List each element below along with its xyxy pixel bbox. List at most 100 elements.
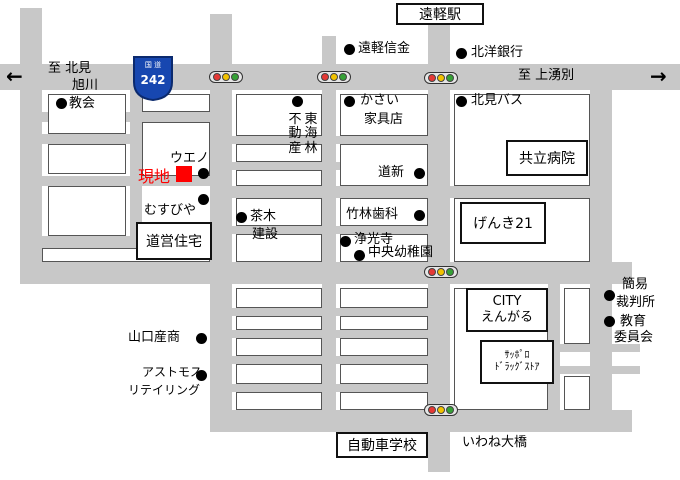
road-center-vertical <box>210 90 232 430</box>
traffic-signal-icon <box>317 71 351 83</box>
poi-dot <box>236 212 247 223</box>
takebayashi-label: 竹林歯科 <box>346 207 399 222</box>
poi-dot <box>414 168 425 179</box>
yamaguchi-label: 山口産商 <box>128 330 181 345</box>
road-inner-vertical-c <box>130 90 142 262</box>
court-label-line1: 簡易 <box>622 277 649 292</box>
block <box>236 392 322 410</box>
road-east-vertical <box>590 90 612 430</box>
doshin-label: 道新 <box>378 165 405 180</box>
city-engaru-line2: えんがる <box>480 310 533 325</box>
block <box>236 316 322 330</box>
block <box>48 144 126 174</box>
driving-school-label: 自動車学校 <box>347 438 417 454</box>
chaki-label-line1: 茶木 <box>250 209 277 224</box>
poi-dot <box>354 250 365 261</box>
traffic-signal-icon <box>424 404 458 416</box>
poi-dot <box>604 316 615 327</box>
national-route-shield-icon: 国 道 242 <box>133 56 173 102</box>
block <box>48 186 126 236</box>
poi-dot <box>456 96 467 107</box>
poi-dot <box>56 98 67 109</box>
block <box>236 234 322 262</box>
block <box>236 198 322 226</box>
road-station-south-vertical <box>428 90 450 472</box>
kyoritsu-hospital-box: 共立病院 <box>506 140 588 176</box>
block <box>236 94 322 136</box>
hokuyo-bank-label: 北洋銀行 <box>471 45 524 60</box>
genki21-box: げんき21 <box>460 202 546 244</box>
poi-dot <box>344 44 355 55</box>
genki21-label: げんき21 <box>473 216 533 232</box>
road-grid-h6 <box>232 330 428 338</box>
musubiya-label: むすびや <box>144 203 197 218</box>
road-grid-h8 <box>232 384 428 392</box>
road-west-vertical <box>20 8 42 284</box>
road-grid-h2 <box>232 162 428 170</box>
toukairin-label: 東海林 <box>304 112 318 156</box>
road-bridge <box>432 432 450 472</box>
road-grid-h7 <box>232 356 428 364</box>
road-east-stub-1 <box>560 344 640 352</box>
poi-dot <box>196 370 207 381</box>
station-label: 遠軽駅 <box>419 7 461 23</box>
prefectural-housing-label: 道営住宅 <box>146 234 202 250</box>
road-inner-h2 <box>42 134 142 144</box>
chaki-label-line2: 建設 <box>252 227 279 242</box>
block <box>340 198 428 226</box>
block <box>340 364 428 384</box>
road-grid-h3 <box>232 186 590 198</box>
city-engaru-line1: CITY <box>492 293 522 309</box>
arrow-east-icon: → <box>650 64 667 88</box>
traffic-signal-icon <box>424 72 458 84</box>
site-label: 現地 <box>138 167 171 186</box>
block <box>236 170 322 186</box>
poi-dot <box>196 333 207 344</box>
station-box: 遠軽駅 <box>396 3 484 25</box>
block <box>236 288 322 308</box>
kyoritsu-hospital-label: 共立病院 <box>519 151 575 167</box>
site-marker <box>176 166 192 182</box>
prefectural-housing-box: 道営住宅 <box>136 222 212 260</box>
road-south-horizontal <box>210 410 632 432</box>
poi-dot <box>414 210 425 221</box>
kindergarten-label: 中央幼稚園 <box>368 245 434 260</box>
drugstore-box: ｻｯﾎﾟﾛ ﾄﾞﾗｯｸﾞｽﾄｱ <box>480 340 554 384</box>
kasai-label-line2: 家具店 <box>364 112 404 127</box>
city-engaru-box: CITY えんがる <box>466 288 548 332</box>
poi-dot <box>340 236 351 247</box>
iwane-bridge-label: いわね大橋 <box>462 435 528 450</box>
road-inner-h1 <box>42 112 210 122</box>
block <box>236 338 322 356</box>
poi-dot <box>198 194 209 205</box>
poi-dot <box>198 168 209 179</box>
block <box>340 94 428 136</box>
poi-dot <box>344 96 355 107</box>
astomos-label-line2: リテイリング <box>128 383 201 397</box>
engaru-shinkin-label: 遠軽信金 <box>358 41 411 56</box>
church-label: 教会 <box>69 96 96 111</box>
arrow-west-icon: ← <box>6 64 23 88</box>
kasai-label-line1: かさい <box>360 93 400 108</box>
fudosan-label: 不動産 <box>288 112 302 156</box>
ueno-label: ウエノ <box>170 151 210 166</box>
block <box>236 144 322 162</box>
direction-west-line1: 至 北見 <box>48 61 92 76</box>
road-grid-h4 <box>232 226 428 234</box>
route-shield-top: 国 道 <box>145 60 161 69</box>
block <box>236 364 322 384</box>
road-grid-h5 <box>232 308 428 316</box>
drugstore-line2: ﾄﾞﾗｯｸﾞｽﾄｱ <box>494 362 540 373</box>
road-grid-h1 <box>232 136 428 144</box>
block <box>340 392 428 410</box>
block <box>564 288 590 344</box>
court-label-line2: 裁判所 <box>616 295 656 310</box>
road-east-stub-2 <box>560 366 640 374</box>
route-shield-number: 242 <box>140 73 165 87</box>
board-label-line1: 教育 <box>620 314 647 329</box>
kitami-bus-label: 北見バス <box>471 93 524 108</box>
block <box>340 288 428 308</box>
poi-dot <box>604 290 615 301</box>
block <box>564 376 590 410</box>
